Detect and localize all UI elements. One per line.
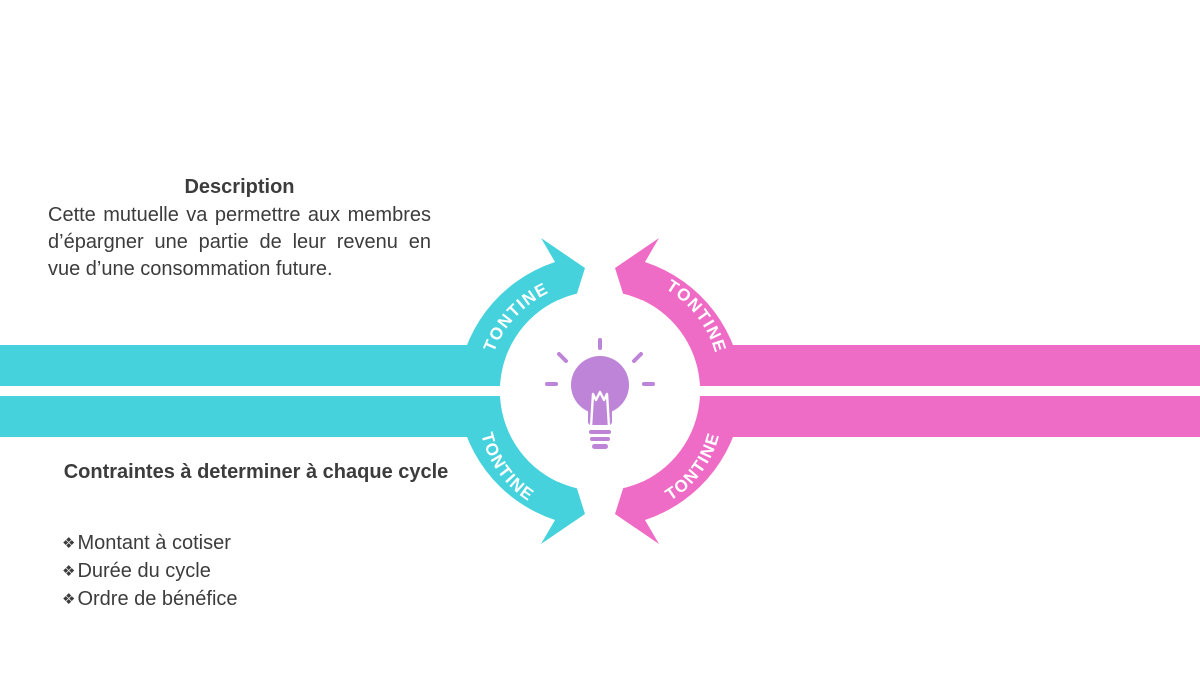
constraints-title: Contraintes à determiner à chaque cycle — [63, 461, 449, 483]
constraints-list: ❖Montant à cotiser ❖Durée du cycle ❖Ordr… — [62, 530, 238, 614]
description-body: Cette mutuelle va permettre aux membres … — [48, 204, 431, 280]
list-item: ❖Ordre de bénéfice — [62, 588, 238, 610]
cyan-bar-bottom — [0, 396, 470, 437]
pink-bar-top — [728, 345, 1200, 386]
diamond-bullet-icon: ❖ — [62, 535, 76, 552]
description-title: Description — [184, 176, 295, 198]
list-item: ❖Durée du cycle — [62, 560, 211, 582]
lightbulb-icon — [545, 338, 655, 449]
arrow-upper-right — [615, 238, 743, 391]
cyan-bar-top — [0, 345, 470, 386]
arrow-lower-right — [615, 391, 743, 544]
list-item: ❖Montant à cotiser — [62, 532, 231, 554]
arrow-lower-left — [457, 391, 585, 544]
diamond-bullet-icon: ❖ — [62, 563, 76, 580]
pink-bar-bottom — [728, 396, 1200, 437]
diamond-bullet-icon: ❖ — [62, 591, 76, 608]
arrow-upper-left — [457, 238, 585, 391]
